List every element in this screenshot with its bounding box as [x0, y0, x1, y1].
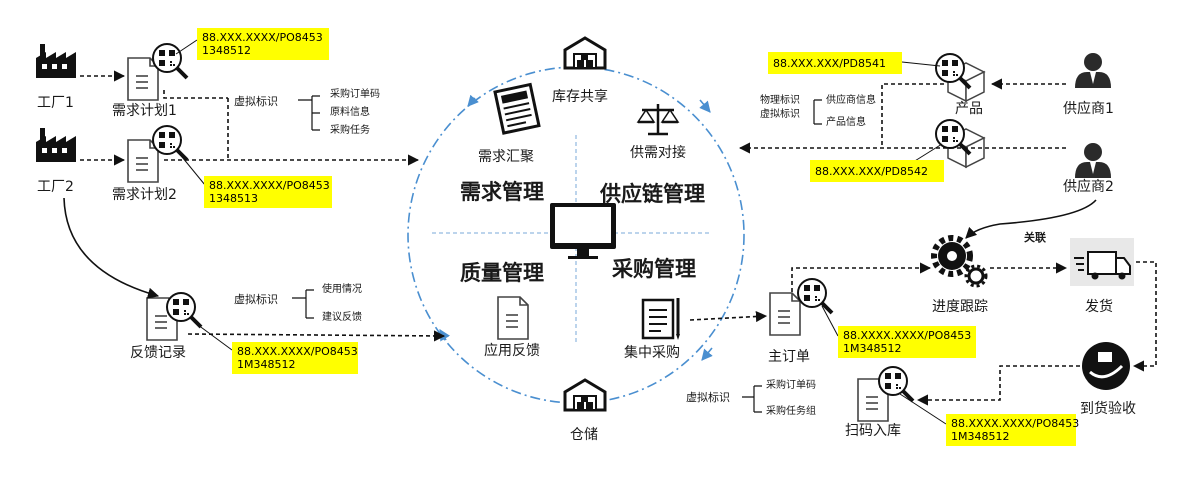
purchase-clipboard-icon — [641, 298, 680, 340]
brace-feedback — [292, 289, 314, 319]
warehouse-icon-bottom — [563, 378, 607, 412]
feedback-to-quality — [187, 330, 446, 342]
scale-icon — [636, 104, 680, 136]
purchase-to-main-order — [689, 310, 768, 323]
plan-1-connector — [163, 90, 228, 99]
arrival-to-scan — [916, 365, 1080, 406]
shipping-label: 发货 — [1085, 299, 1113, 315]
supplier-2-label: 供应商2 — [1063, 179, 1114, 195]
supplier-person-icon-1 — [1075, 53, 1111, 88]
supplier-1-label: 供应商1 — [1063, 101, 1114, 117]
product-info-label: 产品信息 — [826, 117, 866, 128]
supplier-virtual-id-label: 虚拟标识 — [760, 109, 800, 120]
factory-icon-1 — [36, 44, 76, 78]
virtual-id-order-item-2: 采购任务组 — [766, 406, 816, 417]
brace-plan — [298, 95, 320, 131]
virtual-id-order-title: 虚拟标识 — [686, 391, 730, 404]
link-label: 关联 — [1024, 231, 1046, 244]
tag-leader-1 — [175, 39, 198, 55]
quadrant-purchase-management: 采购管理 — [612, 257, 696, 281]
scan-label: 扫码入库 — [845, 423, 901, 439]
factory-2-to-feedback — [63, 197, 160, 299]
supplier-info-label: 供应商信息 — [826, 95, 876, 106]
quadrant-quality-management: 质量管理 — [460, 261, 544, 285]
quadrant-demand-management: 需求管理 — [460, 180, 544, 204]
id-tag-plan-1: 88.XXX.XXXX/PO8453 1348512 — [197, 28, 329, 60]
virtual-id-feedback-item-1: 使用情况 — [322, 284, 362, 295]
main-order-to-progress — [791, 262, 932, 292]
truck-icon — [1070, 238, 1134, 286]
virtual-id-plan-item-2: 原料信息 — [330, 107, 370, 118]
virtual-id-order-item-1: 采购订单码 — [766, 380, 816, 391]
main-order-document-icon — [769, 292, 801, 336]
factory-1-label: 工厂1 — [37, 95, 74, 111]
supplier-2-to-progress — [965, 199, 1097, 239]
brace-supplier — [813, 99, 822, 125]
arrival-label: 到货验收 — [1080, 401, 1136, 417]
plan-1-label: 需求计划1 — [112, 103, 177, 119]
tag-leader-7 — [899, 393, 947, 425]
quadrant-supply-chain-management: 供应链管理 — [600, 182, 705, 206]
product-1-connector — [881, 83, 944, 148]
id-tag-feedback: 88.XXX.XXXX/PO8453 1M348512 — [232, 342, 358, 374]
central-purchase-label: 集中采购 — [624, 345, 680, 361]
virtual-id-plan-item-1: 采购订单码 — [330, 89, 380, 100]
ring-arrow-top-left — [467, 94, 479, 107]
quality-feedback-label: 应用反馈 — [484, 343, 540, 359]
feedback-label: 反馈记录 — [130, 345, 186, 361]
id-tag-scan: 88.XXXX.XXXX/PO8453 1M348512 — [946, 414, 1079, 446]
tag-leader-4 — [901, 61, 941, 67]
newspaper-icon — [493, 82, 541, 135]
ring-arrow-top-right — [699, 99, 711, 113]
product-label: 产品 — [955, 101, 983, 117]
plan-2-label: 需求计划2 — [112, 187, 177, 203]
delivery-hand-icon — [1082, 342, 1130, 390]
progress-label: 进度跟踪 — [932, 299, 988, 315]
supplier-person-icon-2 — [1075, 143, 1111, 178]
virtual-id-plan-item-3: 采购任务 — [330, 125, 370, 136]
supplier-physical-id-label: 物理标识 — [760, 95, 800, 106]
inventory-share-label: 库存共享 — [552, 89, 608, 105]
warehouse-icon-top — [563, 36, 607, 70]
virtual-id-plan-title: 虚拟标识 — [234, 95, 278, 108]
quality-document-icon — [497, 296, 529, 340]
tag-leader-2 — [177, 151, 206, 186]
brace-order — [742, 385, 762, 413]
shipping-to-arrival — [1132, 261, 1157, 372]
demand-gather-label: 需求汇聚 — [478, 149, 534, 165]
factory-2-label: 工厂2 — [37, 179, 74, 195]
warehouse-label: 仓储 — [570, 427, 598, 443]
virtual-id-feedback-item-2: 建议反馈 — [322, 312, 362, 323]
ring-arrow-bottom-right — [701, 347, 713, 361]
id-tag-product-1: 88.XXX.XXX/PD8541 — [768, 52, 902, 74]
tag-leader-6 — [821, 305, 839, 337]
qr-magnifier-icon-main-order — [796, 277, 834, 315]
monitor-icon — [550, 203, 616, 259]
supply-match-label: 供需对接 — [630, 145, 686, 161]
id-tag-plan-2: 88.XXX.XXXX/PO8453 1348513 — [204, 176, 332, 208]
virtual-id-feedback-title: 虚拟标识 — [234, 293, 278, 306]
tag-leader-3 — [193, 321, 233, 351]
gear-icon — [931, 235, 988, 288]
id-tag-product-2: 88.XXX.XXX/PD8542 — [810, 160, 944, 182]
id-tag-main-order: 88.XXXX.XXXX/PO8453 1M348512 — [838, 326, 976, 358]
factory-icon-2 — [36, 128, 76, 162]
main-order-label: 主订单 — [768, 349, 810, 365]
